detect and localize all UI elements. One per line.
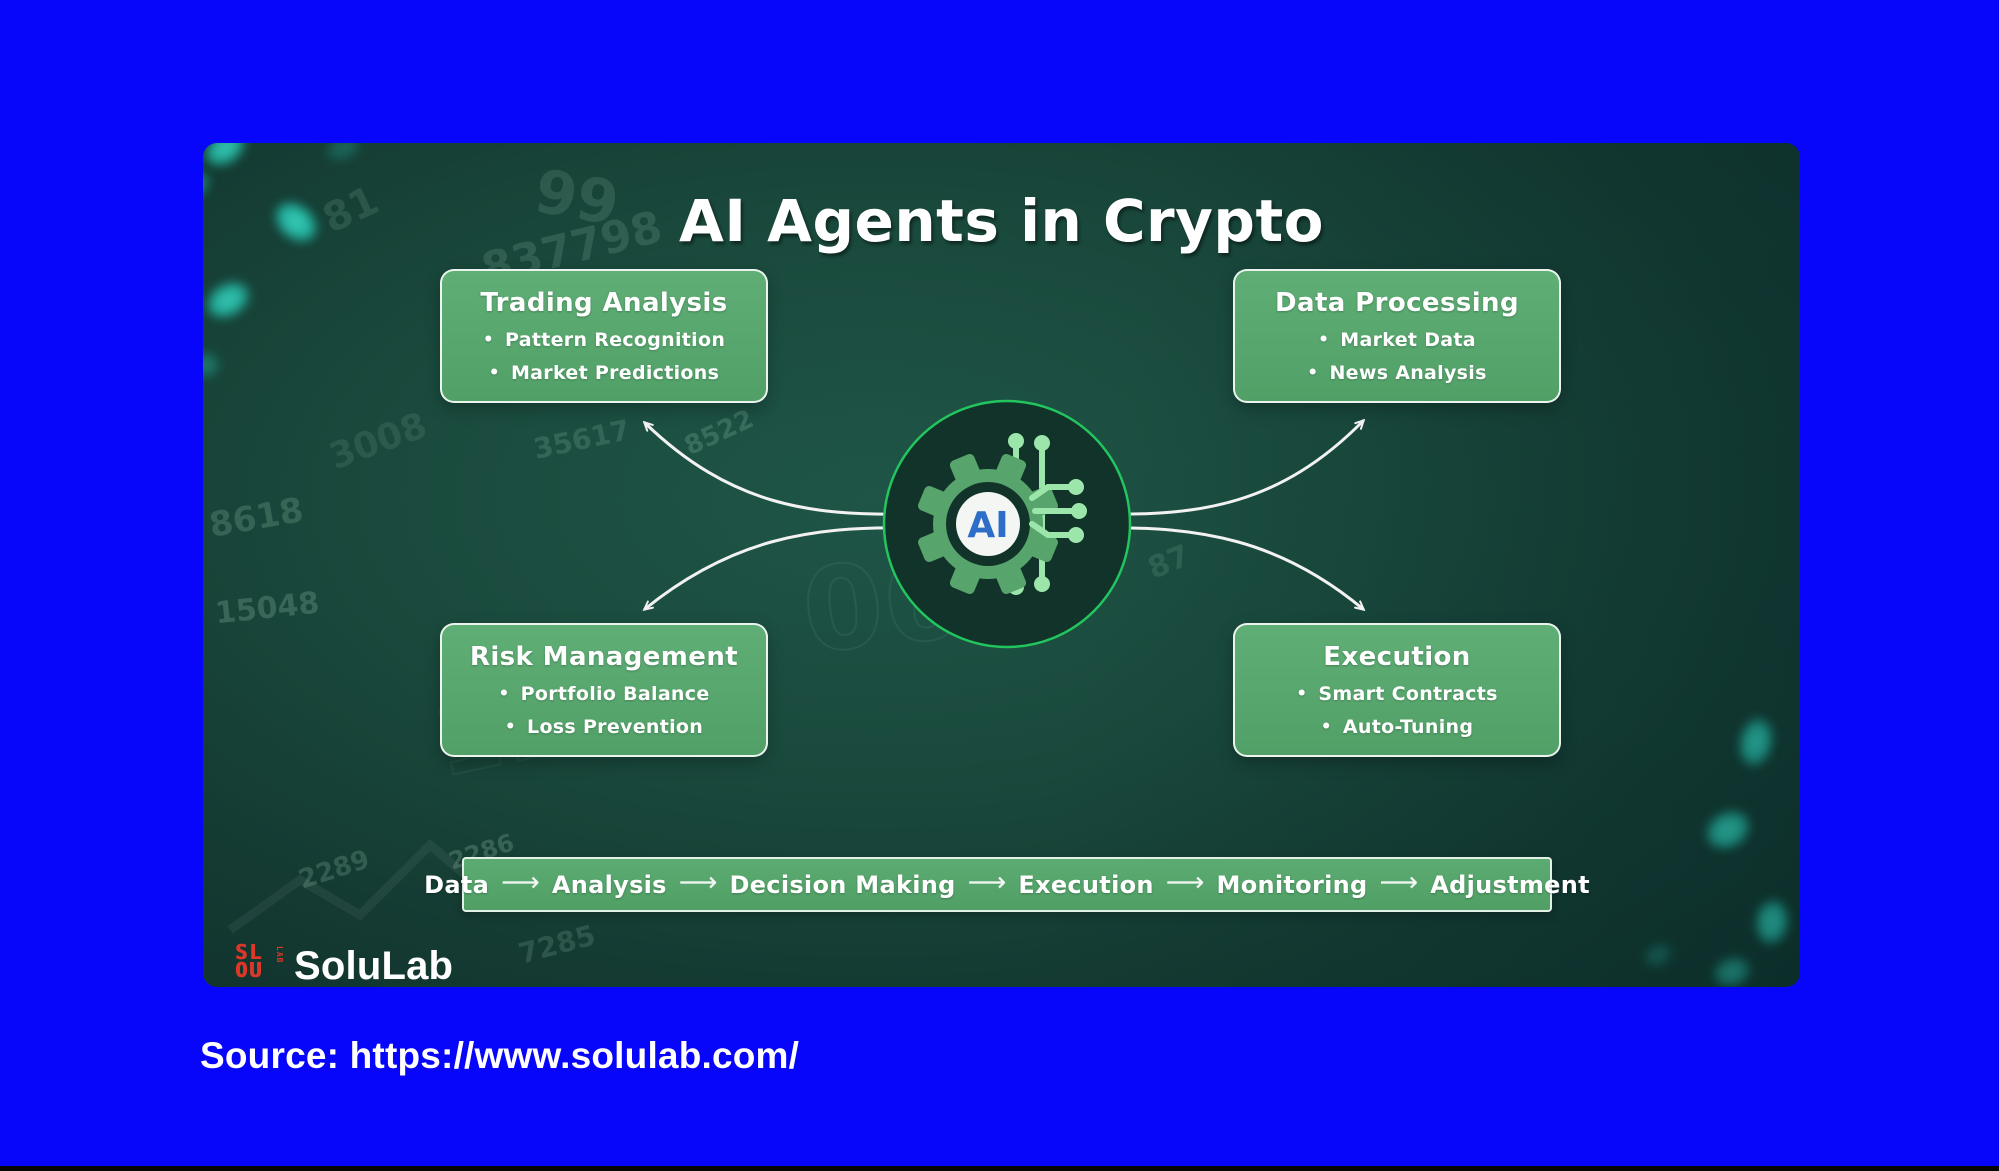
flow-step: Adjustment [1430,870,1590,899]
node-bullet: Market Data [1235,330,1559,352]
teal-blob [1744,888,1800,956]
arrow-to-risk [645,526,910,609]
ghost-number: 7285 [515,918,599,971]
node-data-processing: Data Processing Market Data News Analysi… [1233,269,1561,403]
brand-name: SoluLab [294,943,454,988]
logo-mark-bottom: OU [235,958,264,982]
ghost-number: 8522 [680,404,759,462]
ghost-number: 2289 [295,844,374,896]
node-bullet: Smart Contracts [1235,684,1559,706]
bottom-border-strip [0,1166,1999,1171]
logo-mark-top: SL [235,940,264,964]
node-risk-management: Risk Management Portfolio Balance Loss P… [440,623,768,757]
node-title: Execution [1323,642,1471,672]
node-title: Data Processing [1275,288,1519,318]
circuit-icon-right [1029,484,1076,538]
teal-blob [313,143,373,173]
node-bullet: News Analysis [1235,363,1559,385]
ghost-number: 3008 [324,405,433,478]
flow-step: Execution [1018,870,1154,899]
arrow-to-data [1098,421,1363,516]
flow-step: Monitoring [1216,870,1368,899]
teal-blob [1700,944,1764,987]
brand-logo: SL OU LAB SoluLab [235,940,454,988]
ghost-number: 15048 [213,585,321,632]
arrow-to-trading [645,423,910,516]
pipeline-bar: Data ⟶ Analysis ⟶ Decision Making ⟶ Exec… [424,857,1590,912]
node-bullet: Auto-Tuning [1235,717,1559,739]
circuit-node-dots-right [1068,479,1087,543]
flow-step: Decision Making [729,870,956,899]
ghost-number: 35617 [530,413,633,466]
node-title: Risk Management [469,642,739,672]
flow-arrow-icon: ⟶ [1165,867,1205,898]
ai-label: AI [967,505,1008,546]
ghost-number: 87 [1142,538,1195,587]
teal-blob [203,347,226,383]
solulab-logo-icon: SL OU LAB [235,940,284,987]
node-bullet: Pattern Recognition [442,330,766,352]
flow-arrow-icon: ⟶ [678,867,718,898]
teal-blob [203,143,264,184]
teal-blob [1633,932,1683,978]
node-bullet: Market Predictions [442,363,766,385]
node-title: Trading Analysis [480,288,728,318]
flow-arrow-icon: ⟶ [501,867,540,898]
source-attribution: Source: https://www.solulab.com/ [200,1035,800,1076]
teal-blob [1726,703,1786,781]
infographic-panel: 99 837798 81 8522 35617 15048 8618 06 22… [203,143,1800,987]
node-execution: Execution Smart Contracts Auto-Tuning [1233,623,1561,757]
node-bullet: Loss Prevention [442,717,766,739]
teal-blob [1688,792,1768,868]
flow-step: Data [424,870,490,899]
arrow-to-execution [1098,526,1363,609]
ghost-number: 8618 [206,490,307,546]
ai-gear-emblem: AI [882,399,1132,649]
flow-step: Analysis [551,870,667,899]
node-bullet: Portfolio Balance [442,684,766,706]
flow-arrow-icon: ⟶ [967,867,1007,898]
node-trading-analysis: Trading Analysis Pattern Recognition Mar… [440,269,768,403]
teal-blob [203,264,268,336]
page-title: AI Agents in Crypto [678,186,1325,255]
logo-mark-side: LAB [275,946,284,964]
flow-arrow-icon: ⟶ [1379,867,1419,898]
gear-icon [918,454,1058,594]
